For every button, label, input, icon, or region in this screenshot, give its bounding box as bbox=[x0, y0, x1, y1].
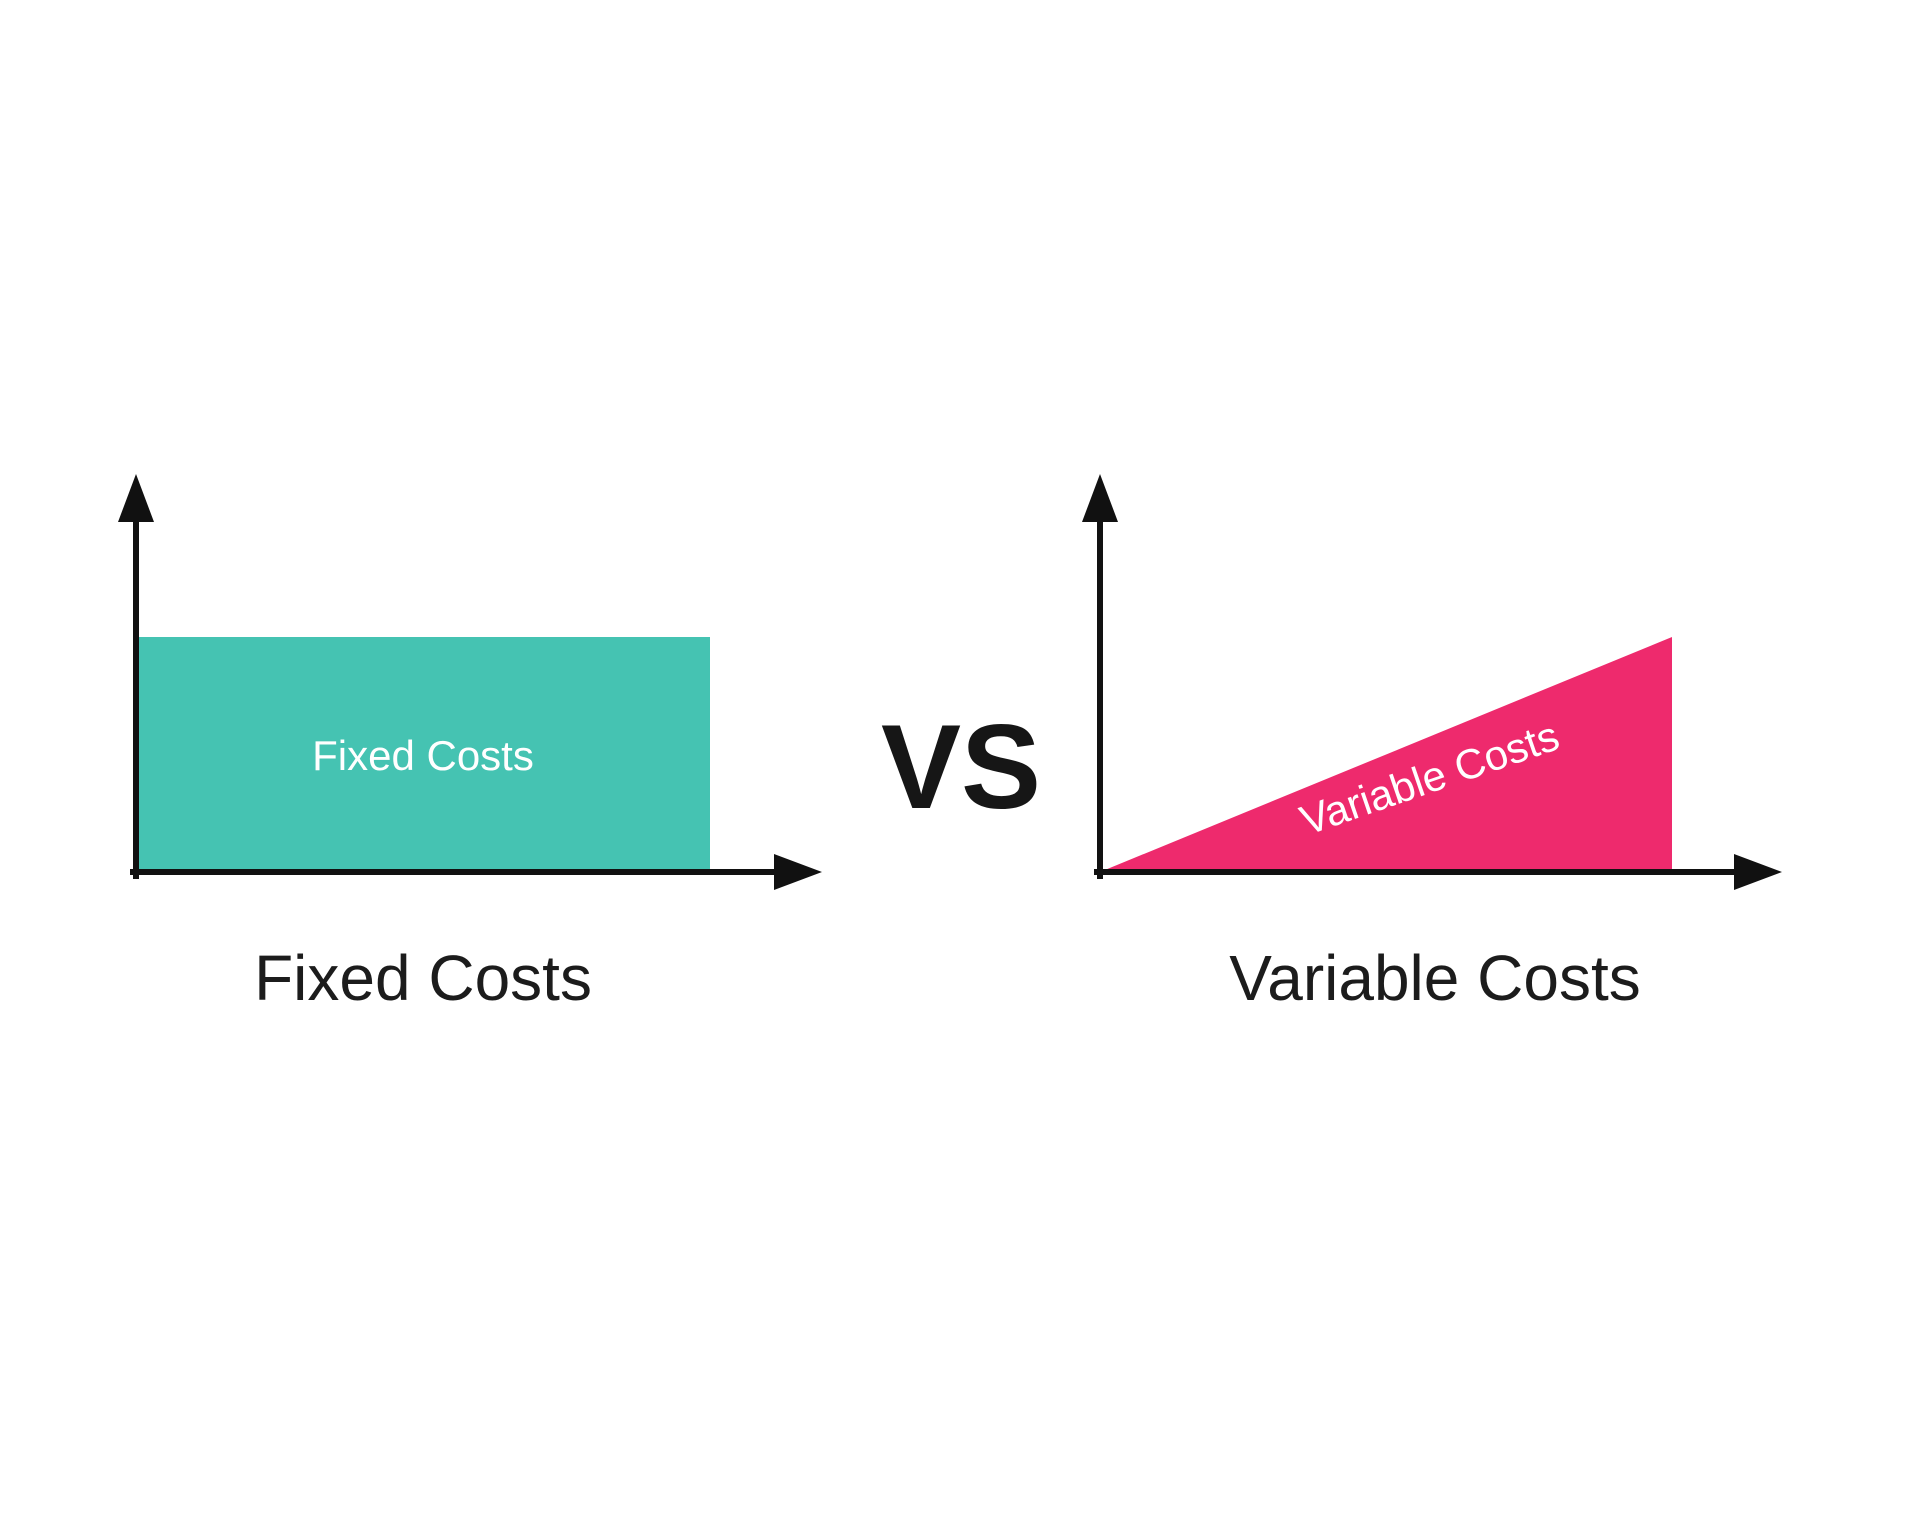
fixed-costs-chart: Fixed Costs Fixed Costs bbox=[118, 474, 822, 1014]
fixed-costs-area-label: Fixed Costs bbox=[312, 732, 534, 779]
variable-costs-x-axis-arrow-icon bbox=[1734, 854, 1782, 890]
fixed-costs-y-axis-arrow-icon bbox=[118, 474, 154, 522]
fixed-costs-area bbox=[136, 637, 710, 872]
variable-costs-caption: Variable Costs bbox=[1229, 942, 1640, 1014]
fixed-costs-x-axis-arrow-icon bbox=[774, 854, 822, 890]
fixed-costs-caption: Fixed Costs bbox=[254, 942, 592, 1014]
variable-costs-chart: Variable Costs Variable Costs bbox=[1082, 474, 1782, 1014]
vs-label: VS bbox=[881, 700, 1041, 834]
variable-costs-y-axis-arrow-icon bbox=[1082, 474, 1118, 522]
variable-costs-area bbox=[1100, 637, 1672, 872]
